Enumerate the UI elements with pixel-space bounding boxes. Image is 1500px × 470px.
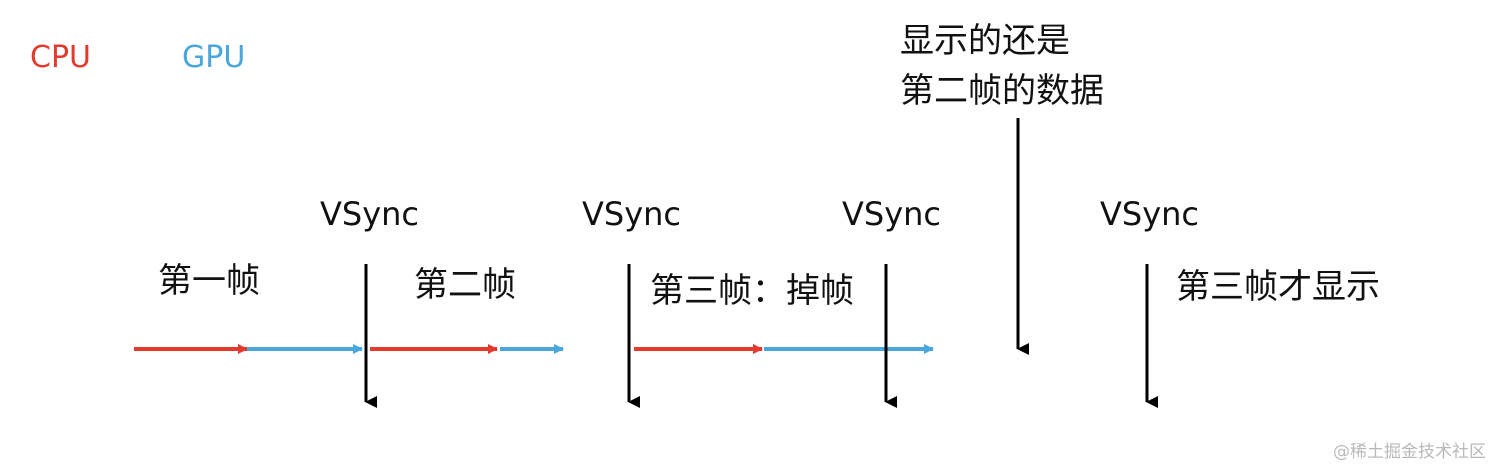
frame-3-shown-label: 第三帧才显示	[1176, 267, 1380, 307]
display-note: 显示的还是 第二帧的数据	[900, 16, 1104, 116]
gpu-legend: GPU	[182, 40, 246, 75]
watermark: @稀土掘金技术社区	[1333, 442, 1486, 462]
cpu-legend: CPU	[30, 40, 91, 75]
display-note-line-1: 显示的还是	[900, 21, 1070, 61]
vsync-label-2: VSync	[582, 195, 682, 233]
frame-1-label: 第一帧	[158, 261, 260, 301]
vsync-label-1: VSync	[320, 195, 420, 233]
vsync-label-4: VSync	[1100, 195, 1200, 233]
frame-2-label: 第二帧	[414, 265, 516, 305]
display-note-line-2: 第二帧的数据	[900, 71, 1104, 111]
vsync-label-3: VSync	[842, 195, 942, 233]
frame-3-dropped-label: 第三帧：掉帧	[650, 271, 854, 311]
